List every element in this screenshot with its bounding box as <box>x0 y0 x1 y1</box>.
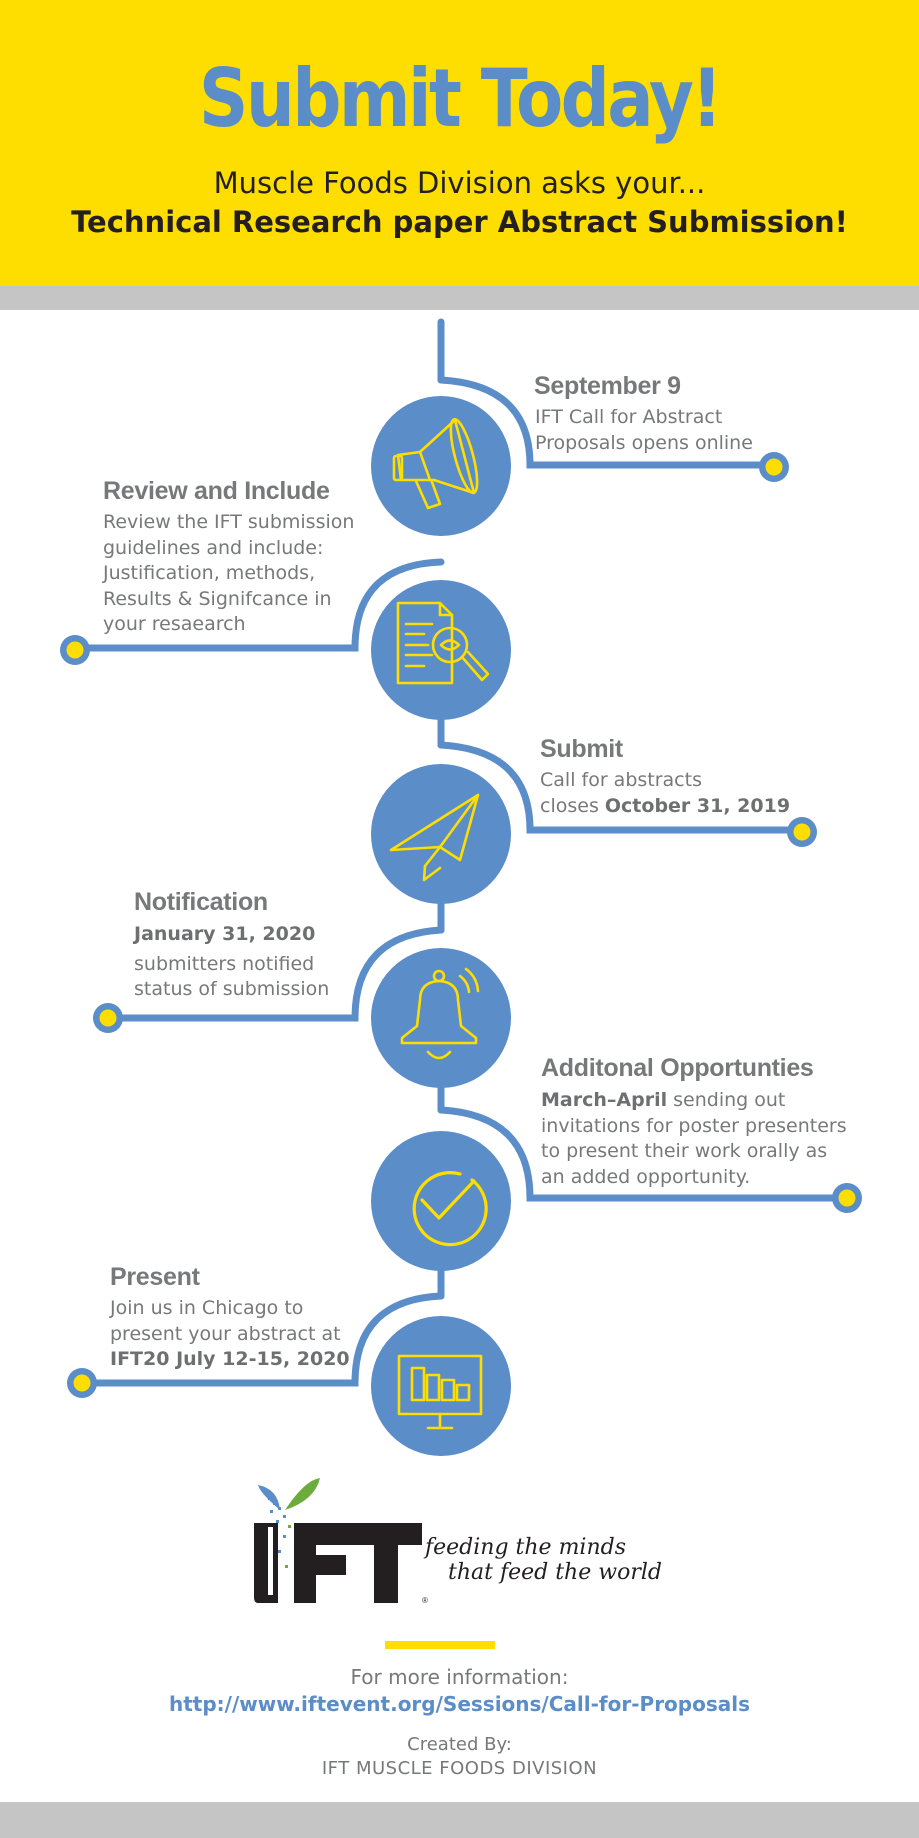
tagline-line2: that feed the world <box>448 1560 662 1585</box>
step-text-line: Review the IFT submission <box>103 511 355 533</box>
page-title: Submit Today! <box>198 52 723 145</box>
step-circle-2 <box>371 580 511 720</box>
ift-logo-mark: ® <box>254 1478 428 1605</box>
step-circle-1 <box>371 396 511 536</box>
step-title-submit: Submit <box>540 735 623 763</box>
footer-band <box>0 1802 919 1838</box>
logo-tagline: feeding the minds that feed the world <box>425 1535 662 1585</box>
step-title-present: Present <box>110 1263 200 1291</box>
step-title-notification: Notification <box>134 888 268 916</box>
header-banner <box>0 0 919 286</box>
step-text-line: March–April sending out <box>541 1088 847 1114</box>
step-title-september-9: September 9 <box>534 372 681 400</box>
step-text-line: to present their work orally as <box>541 1140 828 1162</box>
step-text-2: Review the IFT submission guidelines and… <box>103 510 354 638</box>
presentation-chart-icon <box>397 1354 483 1430</box>
checkmark-circle-icon <box>412 1171 488 1247</box>
svg-text:®: ® <box>422 1596 428 1605</box>
step-text-line: Proposals opens online <box>535 431 753 454</box>
step-text-4: January 31, 2020 submitters notified sta… <box>134 922 329 1003</box>
timeline-connector-5 <box>437 1106 849 1202</box>
footer-yellow-rule <box>385 1641 495 1649</box>
step-text-prefix: closes <box>540 794 605 817</box>
header-subtitle-line2: Technical Research paper Abstract Submis… <box>71 205 848 239</box>
step-circle-5 <box>371 1131 511 1271</box>
step-text-line: your resaearch <box>103 613 246 635</box>
step-text-line: closes October 31, 2019 <box>540 794 790 820</box>
step-text-line: invitations for poster presenters <box>541 1114 847 1137</box>
event-dates: IFT20 July 12-15, 2020 <box>110 1348 350 1370</box>
header-subtitle-line1: Muscle Foods Division asks your... <box>213 166 706 200</box>
creator-name: IFT MUSCLE FOODS DIVISION <box>321 1758 598 1779</box>
step-text-3: Call for abstracts closes October 31, 20… <box>540 768 790 819</box>
step-text-1: IFT Call for Abstract Proposals opens on… <box>535 405 753 456</box>
step-circle-4 <box>371 948 511 1088</box>
step-text-line: Call for abstracts <box>540 769 702 791</box>
step-title-additional: Additonal Opportunties <box>541 1054 814 1082</box>
info-label: For more information: <box>350 1665 569 1689</box>
megaphone-icon <box>392 417 479 510</box>
step-text-line: IFT Call for Abstract <box>535 406 723 428</box>
notification-date: January 31, 2020 <box>134 923 316 945</box>
timeline-endpoints <box>60 452 862 1398</box>
timeline-connector-1 <box>437 376 776 469</box>
step-text-line: Join us in Chicago to <box>110 1297 304 1319</box>
document-search-icon <box>396 601 490 685</box>
timeline-connector-6 <box>78 1292 445 1387</box>
deadline-date: October 31, 2019 <box>604 794 791 817</box>
timeline-connector-2 <box>71 558 445 652</box>
bell-icon <box>400 967 480 1060</box>
step-text-rest: sending out <box>667 1089 786 1111</box>
created-by-label: Created By: <box>407 1734 512 1755</box>
step-text-line: an added opportunity. <box>541 1165 751 1188</box>
step-circle-3 <box>371 764 511 904</box>
step-text-5: March–April sending out invitations for … <box>541 1088 847 1190</box>
step-text-line: submitters notified <box>134 952 315 975</box>
timeline-connector-4 <box>102 926 445 1022</box>
step-title-review: Review and Include <box>103 477 330 505</box>
step-text-line: status of submission <box>134 978 330 1000</box>
tagline-line1: feeding the minds <box>425 1535 627 1560</box>
step-text-line: Results & Signifcance in <box>103 587 332 610</box>
header-divider-band <box>0 286 919 310</box>
paper-plane-icon <box>389 793 480 882</box>
info-url-link[interactable]: http://www.iftevent.org/Sessions/Call-fo… <box>168 1692 751 1716</box>
timeline-connector-3 <box>437 741 804 834</box>
step-text-line: Justification, methods, <box>103 562 316 584</box>
opportunity-months: March–April <box>541 1089 668 1111</box>
step-text-6: Join us in Chicago to present your abstr… <box>110 1296 350 1373</box>
step-text-line: present your abstract at <box>110 1322 341 1345</box>
step-text-line: guidelines and include: <box>103 536 324 559</box>
